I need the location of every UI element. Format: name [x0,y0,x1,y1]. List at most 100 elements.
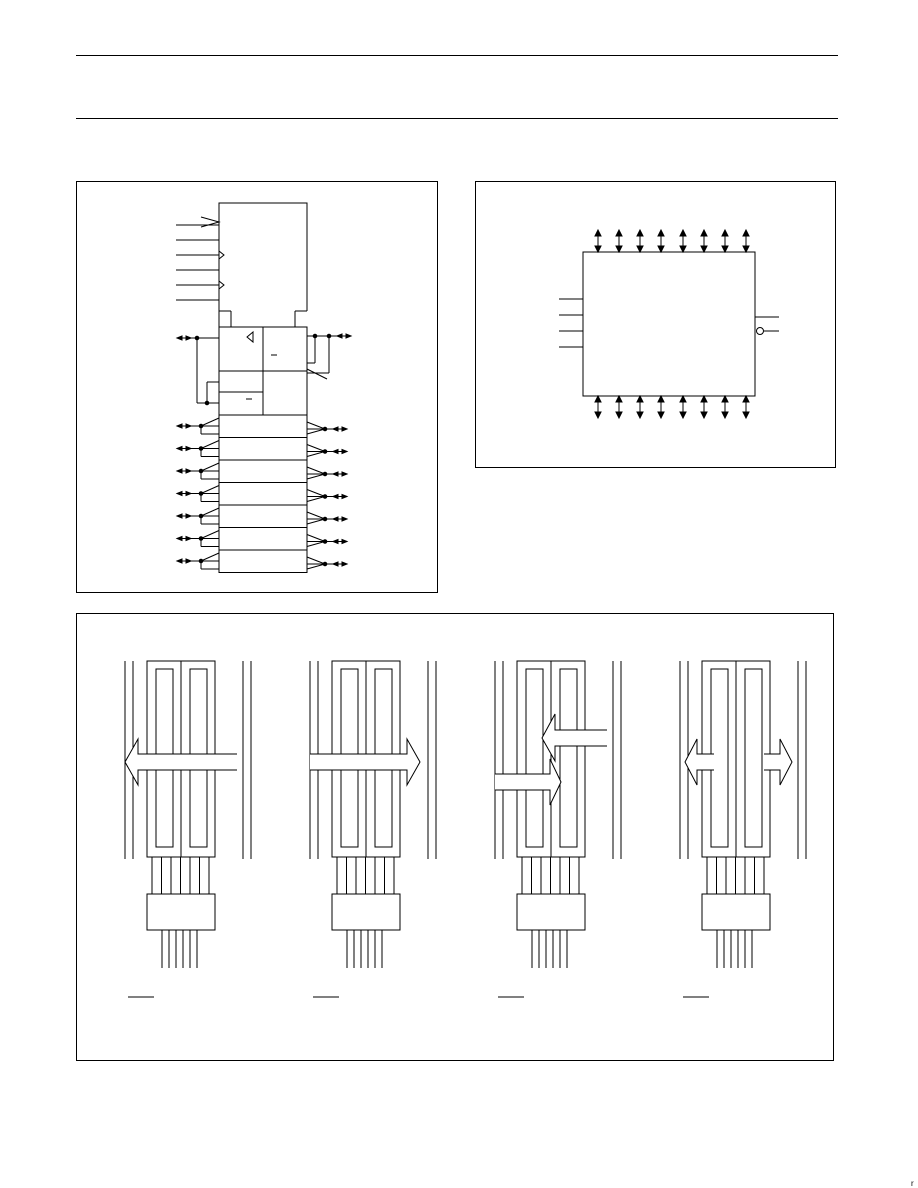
io-right-diagonal-2 [306,466,326,475]
io-right-stub-0 [306,428,326,435]
io-right-stub-5 [306,541,326,547]
arrow-head [341,448,349,455]
io-left-diagonal-0 [200,417,220,427]
arrow-head [331,493,339,500]
io-left-diagonal-2 [200,462,220,472]
arrow-head [341,538,349,545]
top-pin-arrow-down [636,245,644,254]
mode-transfer-left-control-box [146,893,216,931]
bottom-pin-arrow-down [721,411,729,420]
bottom-pin-arrow-up [636,394,644,403]
io-left-diagonal-3 [200,485,220,494]
top-pin-arrow-up [700,228,708,237]
io-right-stub-3 [306,496,326,502]
mode-transfer-both-flow-arrow-right [764,738,793,786]
bottom-pin-arrow-up [700,394,708,403]
mode-transfer-right-control-box [331,893,401,931]
io-right-stub-6 [306,563,326,570]
bottom-pin-arrow-up [679,394,687,403]
io-right-stub-1 [306,451,326,457]
arrow-head [185,335,193,341]
arrow-head [331,561,339,567]
arrow-head [175,423,183,429]
io-register-cell-1 [218,437,308,461]
bottom-pin-arrow-up [742,394,750,403]
top-pin-arrow-down [721,245,729,254]
header-rule-bottom [76,118,838,119]
top-pin-arrow-up [636,228,644,237]
io-left-diagonal-5 [200,530,220,539]
bottom-pin-arrow-up [615,394,623,403]
ic-package-body [582,251,756,397]
top-pin-arrow-up [594,228,602,237]
mode-transfer-right-flow-arrow [310,737,421,787]
io-register-cell-6 [218,549,308,573]
arrow-head [331,538,339,545]
arrow-head [341,516,349,522]
top-pin-arrow-down [657,245,665,254]
mode-transfer-left-flow-arrow [124,737,237,787]
arrow-head [175,468,183,474]
arrow-head [341,561,349,567]
arrow-head [175,445,183,452]
io-left-diagonal-4 [200,507,220,517]
mode-store-store-arrow-in [541,713,607,763]
arrow-head [331,426,339,432]
io-register-cell-4 [218,504,308,528]
mode-store-store-arrow-out [495,758,562,806]
bottom-pin-arrow-down [700,411,708,420]
arrow-head [185,468,193,474]
top-pin-arrow-up [657,228,665,237]
io-right-diagonal-4 [306,511,326,520]
bottom-pin-arrow-down [657,411,665,420]
io-right-diagonal-0 [306,421,326,430]
io-right-diagonal-5 [306,534,326,542]
arrow-head [175,335,183,341]
inversion-bubble [756,327,764,335]
top-pin-arrow-down [679,245,687,254]
arrow-head [345,333,353,339]
arrow-head [341,471,349,477]
bottom-pin-arrow-down [615,411,623,420]
top-pin-arrow-down [700,245,708,254]
io-left-diagonal-1 [200,440,220,449]
bus-modes-panel [76,613,834,1061]
mode-transfer-both-flow-arrow-left [684,738,714,786]
arrow-head [341,493,349,500]
arrow-head [331,516,339,522]
logic-symbol-panel [76,181,438,593]
buffer-marker [246,330,254,344]
bottom-pin-arrow-down [679,411,687,420]
io-register-cell-2 [218,459,308,483]
mode-store-latch-inner-left [525,668,544,848]
top-pin-arrow-up [679,228,687,237]
top-pin-arrow-up [615,228,623,237]
top-pin-arrow-down [742,245,750,254]
corner-mark: r [911,1179,914,1188]
arrow-head [175,513,183,519]
mode-store-control-box [516,893,586,931]
triangle-marker [200,216,221,228]
bottom-pin-arrow-down [742,411,750,420]
io-right-diagonal-6 [306,556,326,565]
arrow-head [185,513,193,519]
io-register-cell-0 [218,414,308,438]
pin-diagram [559,228,779,420]
mode-transfer-both-latch-inner-right [744,668,763,848]
io-left-diagonal-6 [200,552,220,562]
arrow-head [185,535,193,542]
top-pin-arrow-down [594,245,602,254]
io-right-stub-2 [306,473,326,480]
bottom-pin-arrow-up [657,394,665,403]
logic-symbol-diagram [175,202,353,573]
arrow-head [175,490,183,497]
arrow-head [185,490,193,497]
io-right-stub-4 [306,518,326,525]
clock-marker-1 [218,280,225,290]
bottom-pin-arrow-down [594,411,602,420]
pin-diagram-panel [475,181,836,468]
bottom-pin-arrow-up [721,394,729,403]
io-right-diagonal-1 [306,444,326,452]
arrow-head [185,558,193,564]
top-pin-arrow-up [742,228,750,237]
